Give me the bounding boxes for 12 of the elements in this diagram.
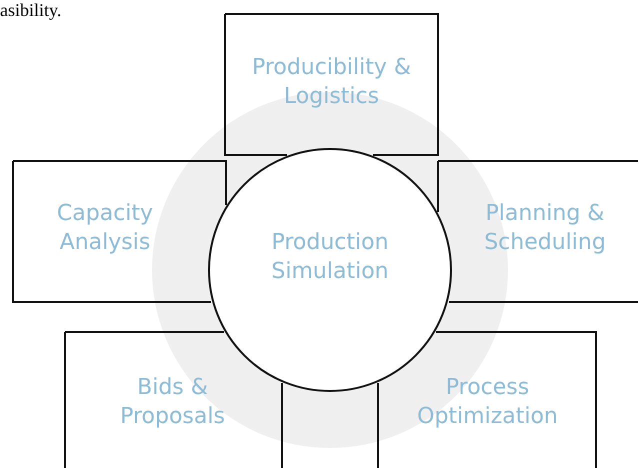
topic-label: Production Simulation — [270, 229, 390, 286]
topic-label: Process Optimization — [416, 374, 559, 431]
topic-label: Planning & Scheduling — [483, 200, 607, 257]
topic-box — [377, 331, 597, 469]
topic-box — [437, 160, 639, 303]
topic-label: Bids & Proposals — [119, 374, 226, 431]
topic-label: Producibility & Logistics — [250, 54, 412, 111]
topic-box — [224, 13, 439, 156]
cut-off-text: asibility. — [0, 0, 62, 20]
topic-box — [64, 331, 225, 469]
topic-label: Capacity Analysis — [56, 200, 154, 257]
topic-box — [12, 160, 227, 303]
